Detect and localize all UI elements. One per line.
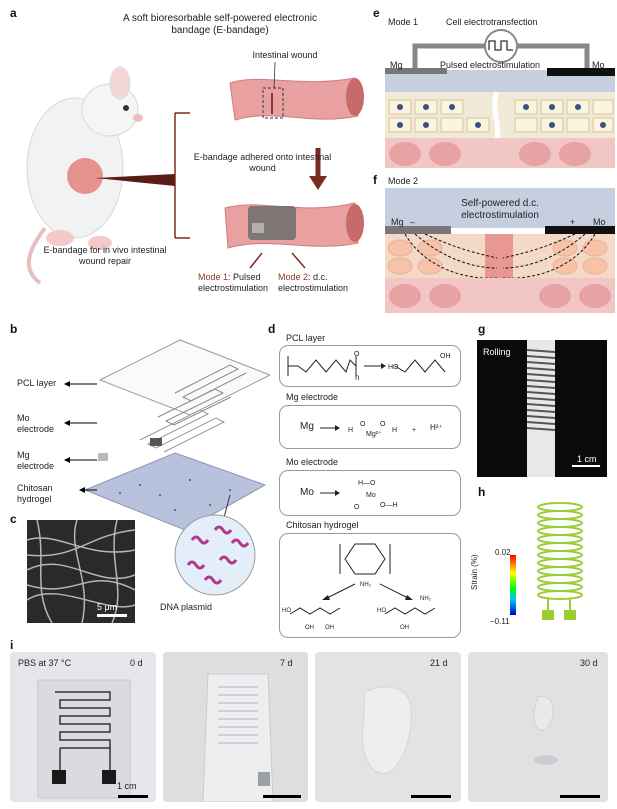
svg-text:O: O	[354, 351, 360, 358]
sem-image	[27, 520, 135, 623]
chitosan-reaction-box: NH₂ HO OH OH HO OH NH₂	[279, 533, 461, 638]
svg-text:Mg²⁺: Mg²⁺	[366, 430, 382, 438]
d-pcl-title: PCL layer	[286, 333, 326, 343]
svg-text:OH: OH	[440, 353, 451, 360]
panel-b-exploded-view	[83, 339, 270, 531]
mode1-text: : Pulsed electrostimulation	[198, 272, 269, 293]
pcl-reaction-box: O HO OH	[279, 345, 461, 387]
svg-text:O: O	[380, 421, 386, 428]
mode2-prefix: Mode 2	[278, 272, 309, 282]
mode1-prefix: Mode 1	[198, 272, 229, 282]
panel-e-label: e	[373, 6, 380, 20]
panel-a-illustration	[26, 61, 364, 285]
photo-day21	[315, 652, 461, 802]
svg-text:H—O: H—O	[358, 480, 376, 487]
panel-f-label: f	[373, 173, 377, 187]
rolling-label: Rolling	[483, 347, 511, 357]
panel-f-title: Self-powered d.c. electrostimulation	[461, 198, 539, 221]
svg-text:O—H: O—H	[380, 502, 398, 509]
panel-e-title: Cell electrotransfection	[446, 17, 538, 27]
panel-f-mode: Mode 2	[388, 176, 419, 186]
panel-b-arrows	[64, 381, 97, 493]
day0-label: 0 d	[130, 658, 143, 668]
strain-simulation	[510, 502, 583, 620]
svg-text:OH: OH	[400, 625, 409, 631]
svg-text:+: +	[412, 427, 416, 434]
svg-text:HO: HO	[282, 608, 291, 614]
panel-a-label: a	[10, 6, 17, 20]
panel-d-label: d	[268, 322, 276, 336]
day0-scale-label: 1 cm	[117, 781, 137, 791]
svg-text:H: H	[348, 427, 353, 434]
panel-e-mode: Mode 1	[388, 17, 419, 27]
photo-day0	[10, 652, 156, 802]
svg-text:H: H	[392, 427, 397, 434]
photo-day30	[468, 652, 608, 802]
d-chitosan-title: Chitosan hydrogel	[286, 520, 359, 530]
mode2-label: Mode 2: d.c. electrostimulation	[278, 272, 378, 294]
panel-e-pulsed: Pulsed electrostimulation	[440, 60, 541, 70]
photo-day7	[163, 652, 308, 802]
intestine-wounded	[229, 61, 364, 121]
svg-text:OH: OH	[325, 625, 334, 631]
svg-text:O: O	[354, 504, 360, 511]
day21-label: 21 d	[430, 658, 448, 668]
panel-e-mo: Mo	[592, 60, 605, 70]
pcl-n: n	[355, 373, 360, 382]
panel-b-label: b	[10, 322, 18, 336]
panel-f-mg: Mg	[391, 217, 404, 227]
strain-min: −0.11	[490, 617, 510, 626]
svg-text:HO: HO	[377, 608, 386, 614]
adhered-label: E-bandage adhered onto intestinal wound	[193, 152, 332, 173]
mo-symbol: Mo	[300, 487, 314, 498]
intestine-with-bandage	[224, 202, 364, 249]
panel-e-diagram	[385, 29, 615, 168]
strain-colorbar	[510, 555, 516, 615]
panel-i-label: i	[10, 638, 14, 652]
dna-plasmid-label: DNA plasmid	[160, 602, 213, 612]
mo-reaction-box: H—O Mo O O—H	[279, 470, 461, 516]
svg-text:NH₂: NH₂	[420, 596, 432, 602]
svg-text:Mo: Mo	[366, 492, 376, 499]
panel-a-title: A soft bioresorbable self-powered electr…	[123, 13, 317, 36]
rolling-photo	[477, 340, 607, 477]
chitosan-label: Chitosan hydrogel	[17, 483, 53, 504]
panel-f-diagram	[385, 188, 615, 313]
d-mo-title: Mo electrode	[286, 457, 339, 467]
pbs-label: PBS at 37 °C	[18, 658, 72, 668]
panel-f-plus: +	[570, 217, 576, 227]
mode1-label: Mode 1: Pulsed electrostimulation	[198, 272, 288, 294]
panel-h-label: h	[478, 485, 486, 499]
mode2-text: : d.c. electrostimulation	[278, 272, 349, 293]
svg-text:NH₂: NH₂	[360, 582, 372, 588]
d-mg-title: Mg electrode	[286, 392, 339, 402]
mg-electrode-label: Mg electrode	[17, 450, 55, 471]
svg-text:OH: OH	[305, 625, 314, 631]
svg-text:O: O	[360, 421, 366, 428]
day30-label: 30 d	[580, 658, 598, 668]
mouse-illustration	[26, 66, 175, 285]
panel-g-label: g	[478, 322, 486, 336]
rolling-scale-label: 1 cm	[577, 454, 597, 464]
svg-text:HO: HO	[388, 364, 399, 371]
sem-scale-label: 5 μm	[97, 602, 118, 612]
strain-max: 0.02	[495, 548, 511, 557]
h2-ion: H²⁺	[430, 423, 443, 432]
panel-e-mg: Mg	[390, 60, 403, 70]
dna-plasmid-illustration	[174, 495, 256, 596]
panel-c-label: c	[10, 512, 17, 526]
panel-f-mo: Mo	[593, 217, 606, 227]
pcl-layer-label: PCL layer	[17, 378, 57, 388]
mg-symbol: Mg	[300, 421, 314, 432]
mo-electrode-label: Mo electrode	[17, 413, 55, 434]
day7-label: 7 d	[280, 658, 293, 668]
strain-title: Strain (%)	[470, 554, 479, 590]
wound-label: Intestinal wound	[252, 50, 318, 60]
invivo-label: E-bandage for in vivo intestinal wound r…	[43, 245, 167, 266]
panel-f-minus: –	[410, 217, 416, 227]
